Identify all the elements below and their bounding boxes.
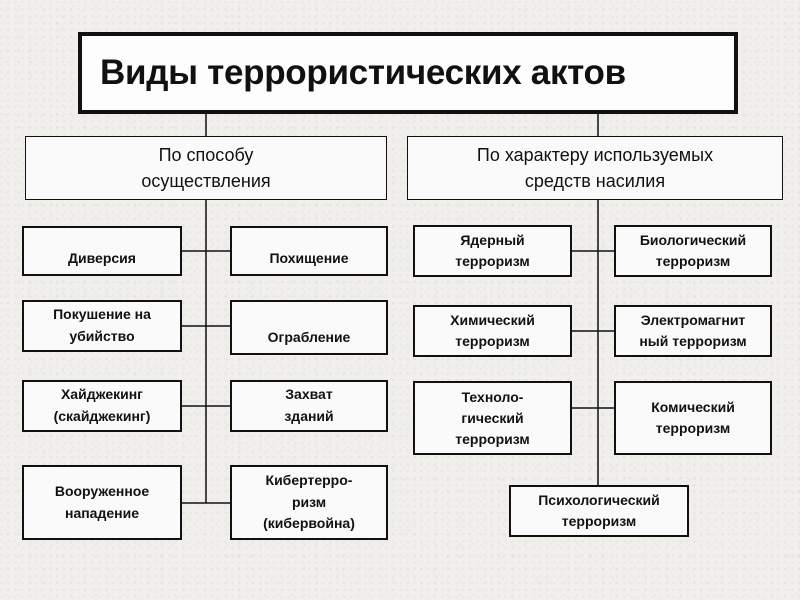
- category-by-means: По характеру используемых средств насили…: [407, 136, 783, 200]
- item-robbery: Ограбление: [230, 300, 388, 355]
- item-assassination-attempt: Покушение на убийство: [22, 300, 182, 352]
- category-by-method: По способу осуществления: [25, 136, 387, 200]
- item-electromagnetic-terrorism: Электромагнит ный терроризм: [614, 305, 772, 357]
- item-chemical-terrorism: Химический терроризм: [413, 305, 572, 357]
- item-diversion: Диверсия: [22, 226, 182, 276]
- item-biological-terrorism: Биологический терроризм: [614, 225, 772, 277]
- item-hijacking: Хайджекинг (скайджекинг): [22, 380, 182, 432]
- item-psychological-terrorism: Психологический терроризм: [509, 485, 689, 537]
- item-comic-terrorism: Комический терроризм: [614, 381, 772, 455]
- diagram-title: Виды террористических актов: [78, 32, 738, 114]
- item-armed-attack: Вооруженное нападение: [22, 465, 182, 540]
- item-technological-terrorism: Техноло- гический терроризм: [413, 381, 572, 455]
- item-cyberterrorism: Кибертерро- ризм (кибервойна): [230, 465, 388, 540]
- item-nuclear-terrorism: Ядерный терроризм: [413, 225, 572, 277]
- item-kidnapping: Похищение: [230, 226, 388, 276]
- item-building-seizure: Захват зданий: [230, 380, 388, 432]
